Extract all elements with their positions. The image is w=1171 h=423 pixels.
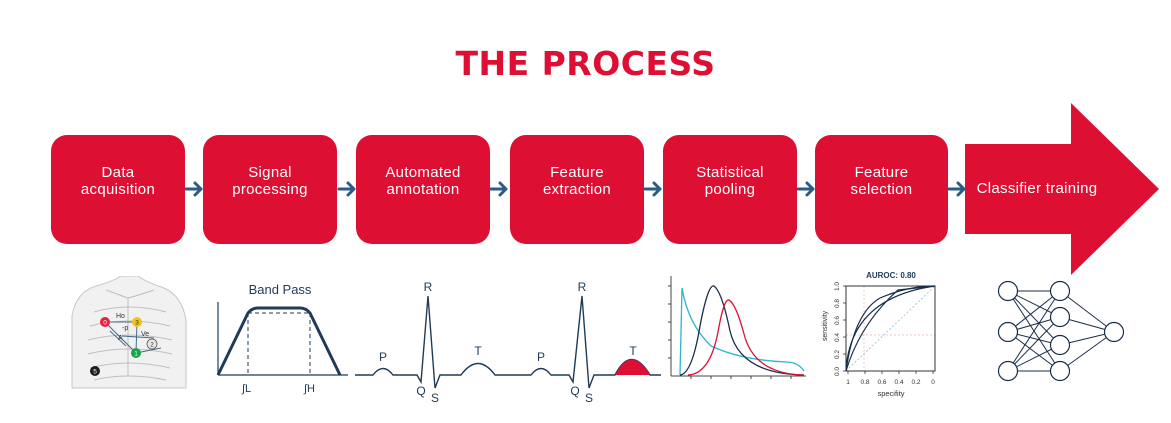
ecg-wave-label: S [585,391,593,403]
ecg-wave-label: S [431,391,439,403]
page-title: THE PROCESS [455,44,716,83]
connector-arrow-icon [489,181,508,197]
roc-ytick: 0.2 [834,350,841,359]
electrode-label: -p [122,325,128,332]
band-pass-title: Band Pass [249,282,312,297]
roc-title: AUROC: 0.80 [866,271,916,280]
roc-ytick: 0.8 [834,299,841,308]
roc-ytick: 0.6 [834,316,841,325]
roc-curve-illustration: AUROC: 0.80 sensitivity 0.0 0.2 0.4 0.6 … [822,271,936,398]
roc-xtick: 0.6 [877,379,886,386]
roc-xlabel: specifity [877,389,904,398]
band-pass-illustration: Band Pass ∫L ∫H [216,282,348,395]
electrode-label: A [118,335,123,342]
roc-ytick: 1.0 [834,282,841,291]
ecg-wave-label: R [578,280,587,294]
roc-xtick: 0.2 [911,379,920,386]
high-cutoff-label: ∫H [303,383,315,395]
connector-arrow-icon [796,181,815,197]
roc-ylabel: sensitivity [822,310,829,341]
ecg-wave-label: R [424,280,433,294]
electrode-number: 2 [150,342,154,349]
ecg-wave-label: T [629,344,637,358]
connector-arrow-icon [184,181,203,197]
ecg-wave-label: Q [416,384,425,398]
electrode-label: Ho [116,313,125,320]
roc-xtick: 0 [931,379,935,386]
roc-xtick: 0.8 [860,379,869,386]
low-cutoff-label: ∫L [241,383,251,395]
connector-arrow-icon [337,181,356,197]
connector-arrow-icon [947,181,966,197]
classifier-training-arrow [965,103,1159,275]
electrode-number: 3 [135,320,139,327]
roc-xtick: 0.4 [894,379,903,386]
electrode-number: 1 [134,351,138,358]
ecg-wave-label: P [379,350,387,364]
connector-arrow-icon [643,181,662,197]
electrode-number: 5 [93,369,97,376]
ecg-wave-label: T [474,344,482,358]
electrode-number: 0 [103,320,107,327]
chest-electrodes-illustration: Ho -p Ve A z 0 3 1 2 5 [71,276,187,389]
roc-ytick: 0.4 [834,333,841,342]
electrode-label: Ve [141,331,149,338]
distribution-plot-illustration [668,276,806,379]
roc-xtick: 1 [846,379,850,386]
ecg-wave-label: P [537,350,545,364]
roc-ytick: 0.0 [834,367,841,376]
ecg-annotation-illustration: P R Q S T [355,280,505,403]
final-step-label: Classifier training [976,180,1098,197]
ecg-feature-illustration: P R Q S T [505,280,661,403]
ecg-wave-label: Q [570,384,579,398]
neural-network-illustration [997,280,1125,382]
